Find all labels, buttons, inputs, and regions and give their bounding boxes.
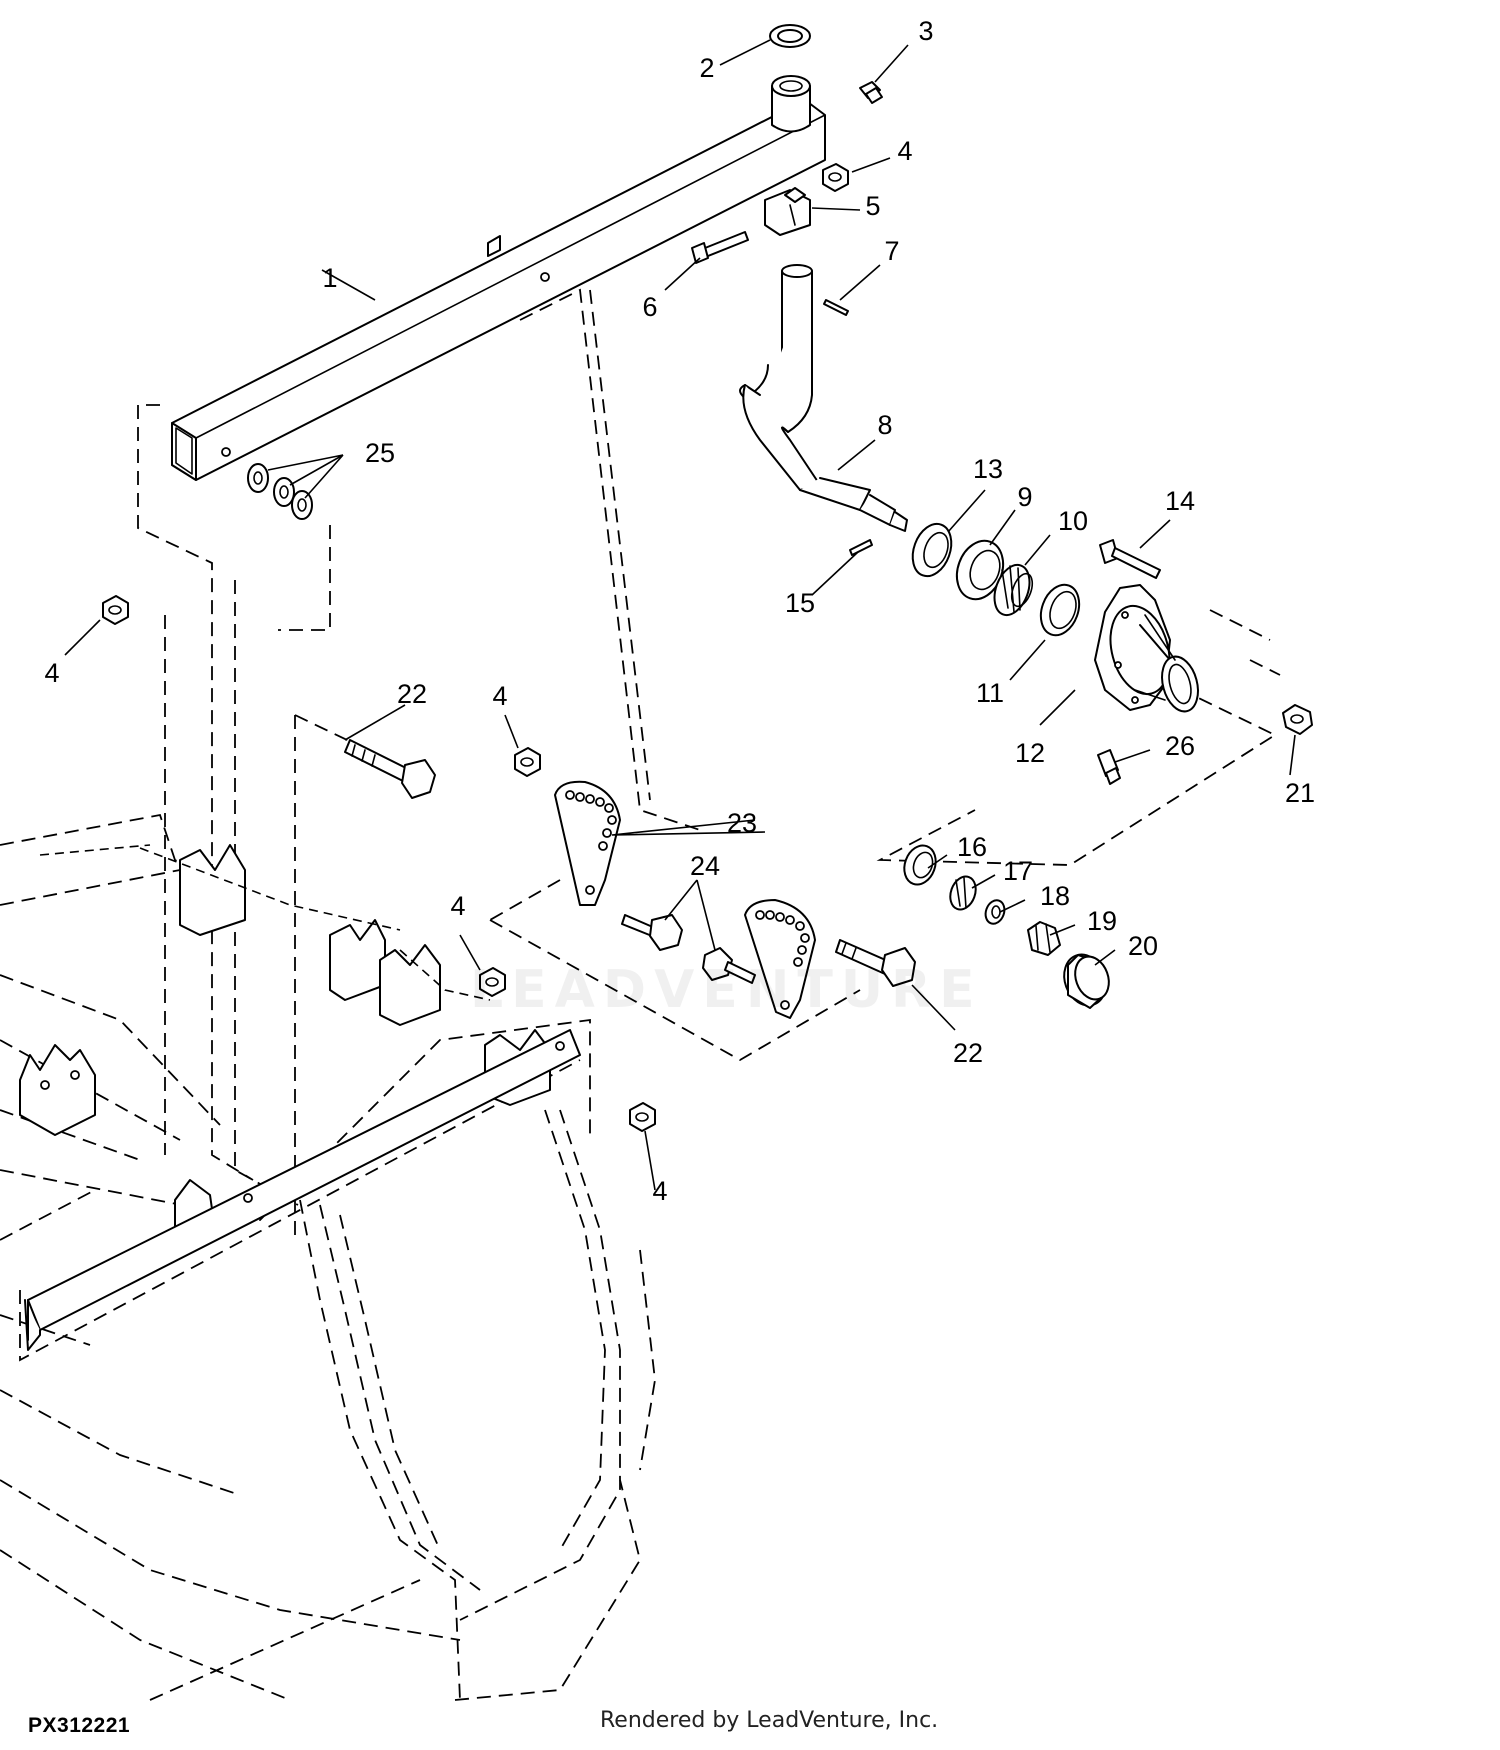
part-22-bolt-upper — [344, 739, 436, 799]
part-23-adjustment-plate-upper — [554, 780, 621, 906]
callout-15: 15 — [785, 588, 815, 618]
callouts: 1 2 3 4 5 6 7 8 9 10 11 12 13 14 15 4 22… — [44, 16, 1315, 1206]
part-6-bolt — [691, 231, 749, 264]
callout-1: 1 — [322, 263, 337, 293]
callout-12: 12 — [1015, 738, 1045, 768]
part-7-pin — [823, 299, 849, 316]
callout-10: 10 — [1058, 506, 1088, 536]
chain-links — [39, 844, 491, 1001]
callout-8: 8 — [877, 410, 892, 440]
watermark-text: LEADVENTURE — [470, 960, 983, 1020]
callout-26: 26 — [1165, 731, 1195, 761]
figure-code: PX312221 — [28, 1714, 131, 1737]
part-23-adjustment-plate-lower — [744, 899, 816, 1019]
part-3-grease-fitting — [859, 81, 883, 104]
leader-lines — [64, 39, 1296, 1191]
deck-bracket-left — [19, 1044, 96, 1136]
callout-25: 25 — [365, 438, 395, 468]
callout-5: 5 — [865, 191, 880, 221]
callout-3: 3 — [918, 16, 933, 46]
callout-22-lower: 22 — [953, 1038, 983, 1068]
part-1-axle-tube — [171, 75, 826, 481]
callout-4: 4 — [897, 136, 912, 166]
callout-19: 19 — [1087, 906, 1117, 936]
part-12-wheel-hub — [1094, 584, 1199, 713]
part-10-cone-bearing — [993, 563, 1034, 617]
part-13-seal — [911, 522, 953, 578]
part-4-nut-left — [102, 595, 129, 625]
render-credit: Rendered by LeadVenture, Inc. — [600, 1708, 939, 1733]
part-2-washer — [769, 24, 811, 48]
callout-11: 11 — [976, 678, 1004, 708]
part-14-bolt — [1099, 539, 1161, 579]
phantom-mower-deck — [0, 813, 656, 1701]
callout-20: 20 — [1128, 931, 1158, 961]
callout-24: 24 — [690, 851, 720, 881]
part-20-dust-cap — [1063, 953, 1110, 1009]
part-26-grease-fitting — [1097, 749, 1121, 785]
callout-17: 17 — [1003, 856, 1033, 886]
part-24-bolt-a — [621, 914, 683, 951]
part-21-nut — [1282, 704, 1313, 735]
callout-6: 6 — [642, 292, 657, 322]
callout-4-mid: 4 — [492, 681, 507, 711]
callout-13: 13 — [973, 454, 1003, 484]
part-8-spindle — [739, 264, 908, 532]
deck-bar — [24, 1029, 581, 1351]
callout-21: 21 — [1285, 778, 1315, 808]
callout-23: 23 — [727, 808, 757, 838]
part-4-nut-bottom — [629, 1102, 656, 1132]
deck-bracket-center — [174, 844, 551, 1246]
callout-4-left: 4 — [44, 658, 59, 688]
part-24-bolt-b — [702, 947, 756, 984]
callout-18: 18 — [1040, 881, 1070, 911]
part-16-seal — [903, 844, 937, 886]
callout-22-upper: 22 — [397, 679, 427, 709]
callout-4-low: 4 — [450, 891, 465, 921]
callout-4-bottom: 4 — [652, 1176, 667, 1206]
callout-2: 2 — [699, 53, 714, 83]
callout-16: 16 — [957, 832, 987, 862]
part-4-nut-low — [479, 967, 506, 997]
callout-7: 7 — [884, 236, 899, 266]
part-4-nut-top — [822, 163, 849, 192]
part-4-nut-mid — [514, 747, 541, 777]
part-5-clamp-collar — [764, 187, 811, 236]
callout-14: 14 — [1165, 486, 1195, 516]
part-11-bearing-cup — [1039, 583, 1081, 637]
part-18-washer — [984, 899, 1006, 925]
part-15-cotter-pin — [849, 539, 873, 556]
callout-9: 9 — [1017, 482, 1032, 512]
part-17-cone-bearing — [949, 875, 977, 911]
part-19-castle-nut — [1027, 921, 1061, 956]
part-25-washers — [247, 463, 313, 520]
part-22-bolt-lower — [835, 939, 916, 987]
